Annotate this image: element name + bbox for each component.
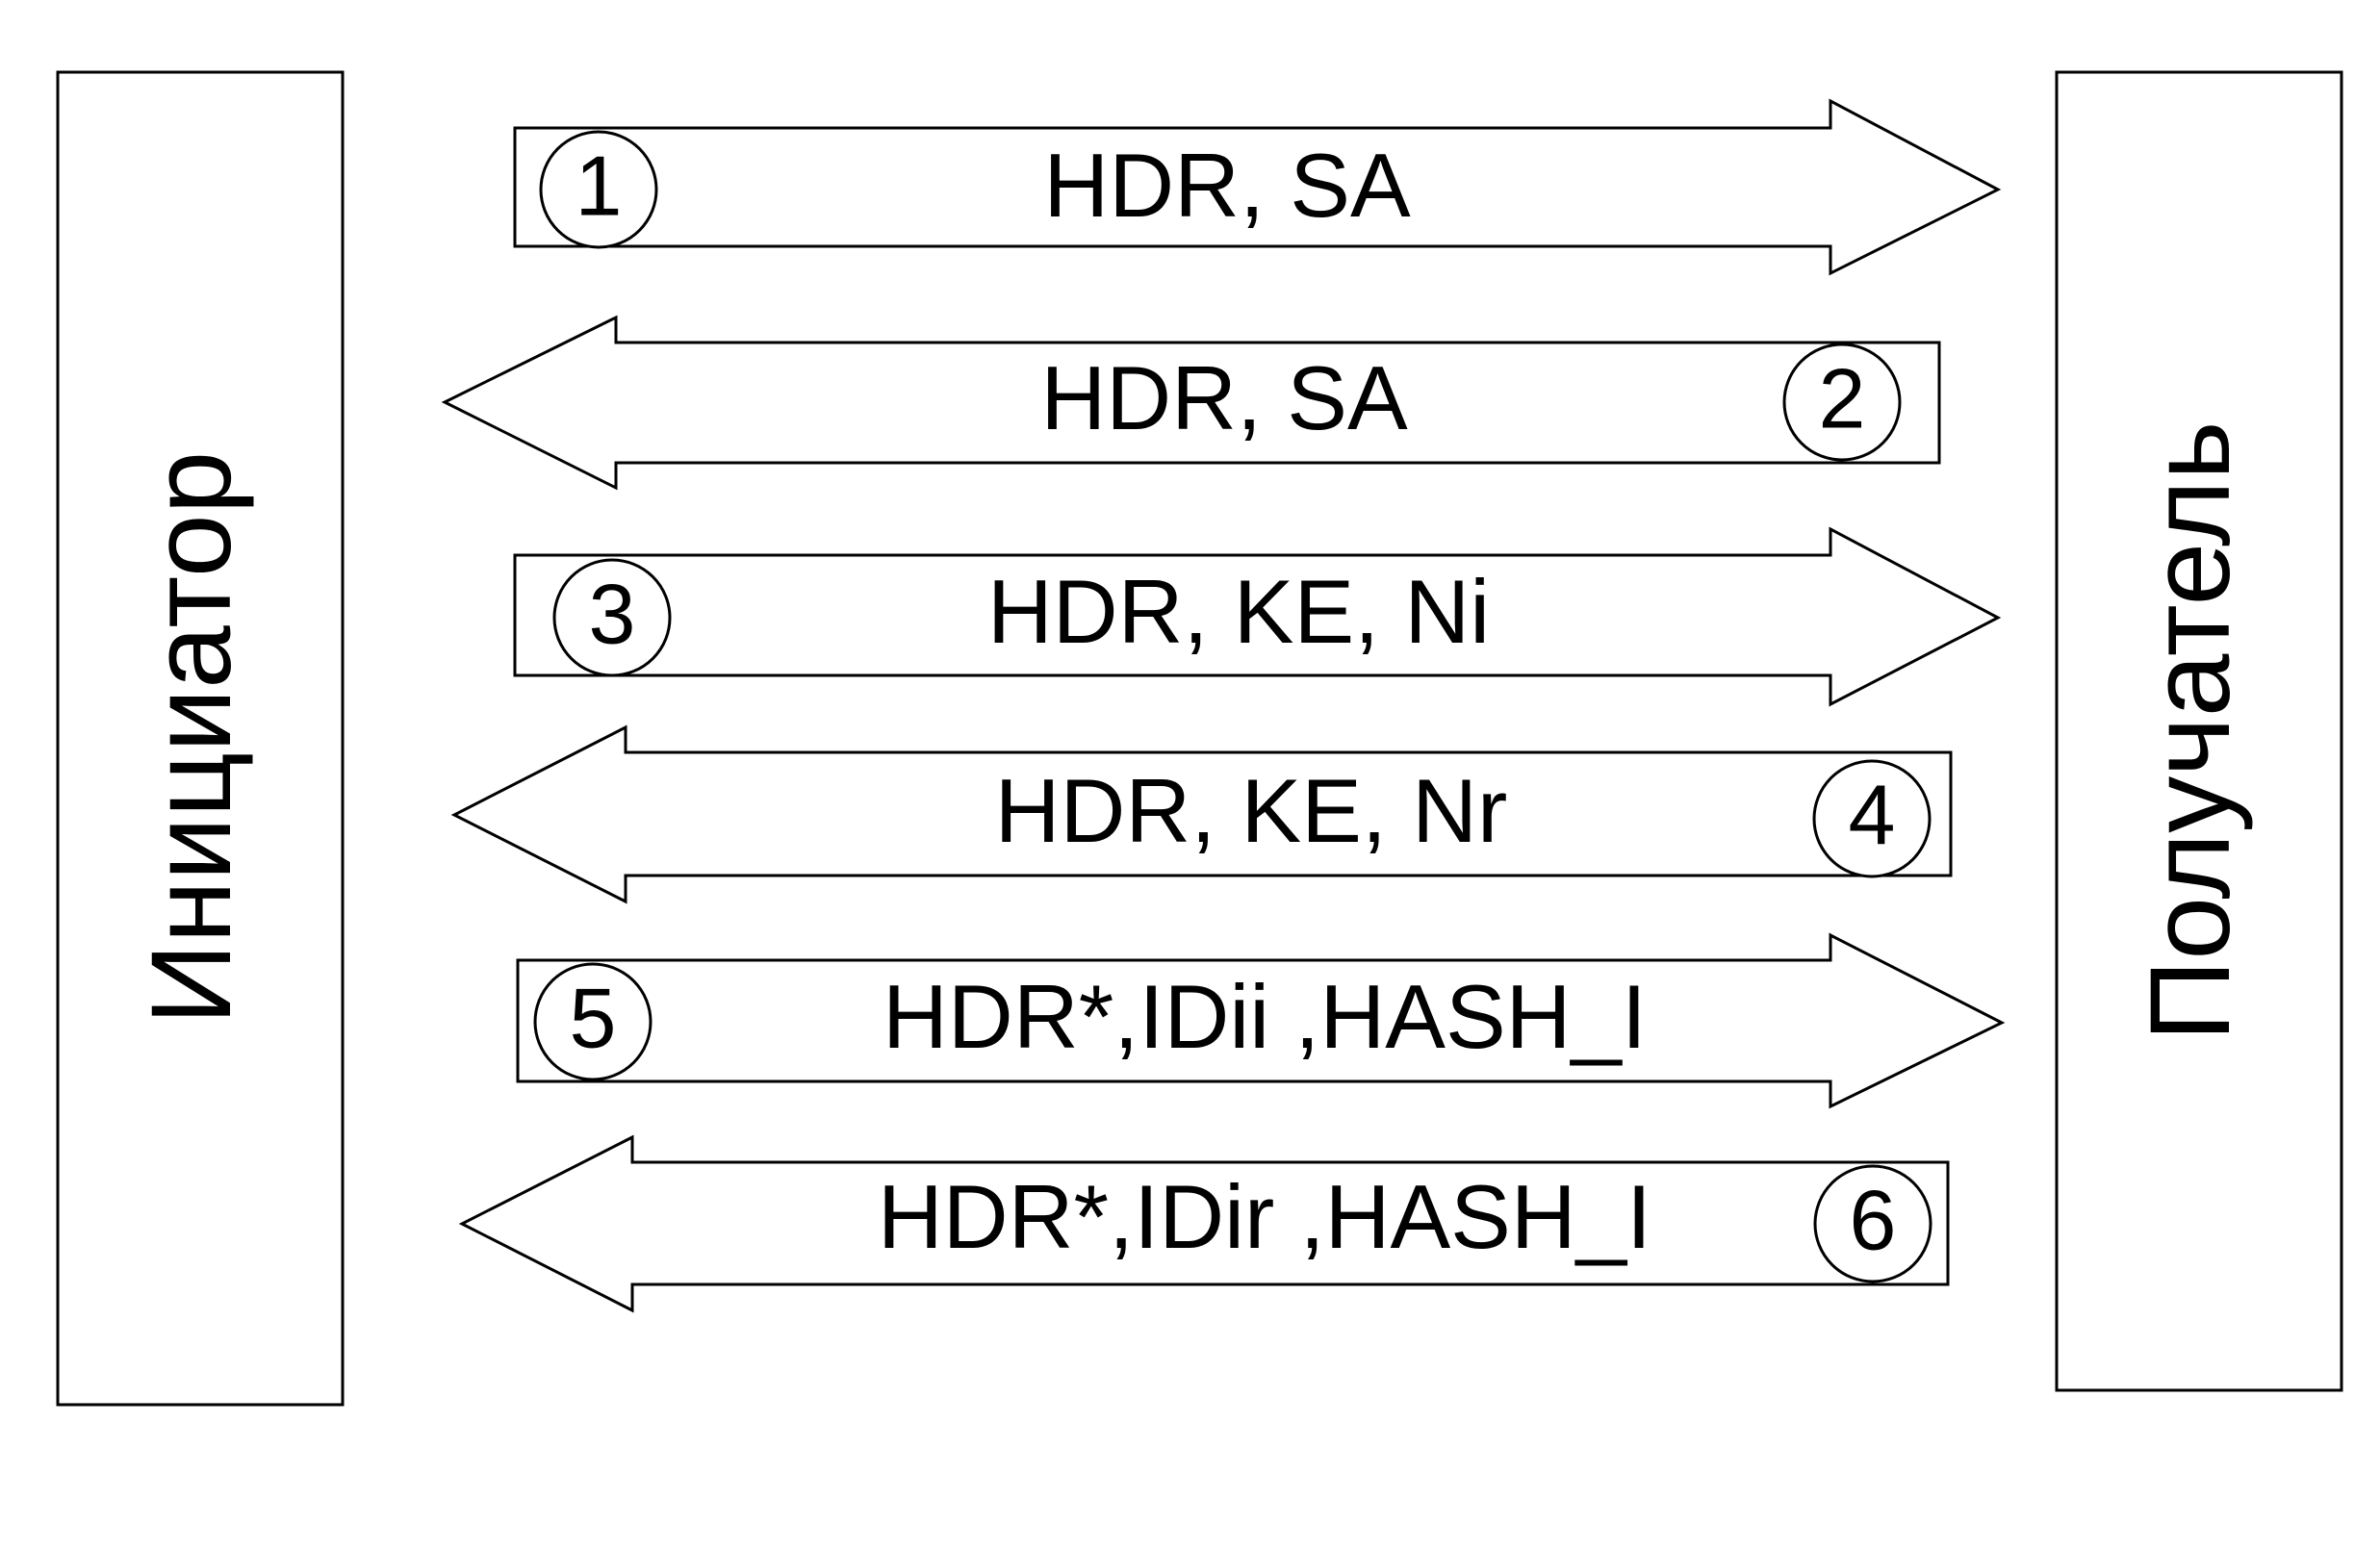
message-arrow-5: 5 HDR*,IDii ,HASH_I	[516, 932, 2006, 1109]
step-number: 3	[589, 566, 636, 661]
message-text: HDR, SA	[1043, 135, 1411, 236]
step-number: 4	[1849, 767, 1896, 862]
step-circle	[1813, 1164, 1932, 1283]
step-circle	[533, 962, 653, 1081]
message-arrow-3: 3 HDR, KE, Ni	[513, 526, 2002, 707]
step-circle	[539, 130, 658, 249]
initiator-box: Инициатор	[56, 70, 345, 1407]
step-circle	[1782, 343, 1902, 462]
message-arrow-6: 6 HDR*,IDir ,HASH_I	[458, 1134, 1950, 1313]
responder-label: Получатель	[2127, 421, 2254, 1042]
message-text: HDR, SA	[1040, 347, 1408, 448]
step-circle	[552, 558, 672, 677]
message-text: HDR*,IDii ,HASH_I	[883, 966, 1647, 1067]
step-number: 5	[570, 970, 617, 1065]
message-arrow-4: 4 HDR, KE, Nr	[450, 724, 1953, 904]
message-arrow-1: 1 HDR, SA	[513, 98, 2002, 276]
step-number: 2	[1819, 350, 1866, 445]
message-text: HDR, KE, Nr	[995, 760, 1508, 861]
initiator-label: Инициатор	[128, 451, 255, 1025]
step-number: 1	[576, 138, 623, 233]
step-number: 6	[1850, 1172, 1897, 1267]
responder-box: Получатель	[2055, 70, 2343, 1392]
message-arrow-2: 2 HDR, SA	[441, 315, 1941, 491]
step-circle	[1812, 759, 1932, 878]
message-text: HDR, KE, Ni	[987, 561, 1490, 662]
message-text: HDR*,IDir ,HASH_I	[878, 1166, 1651, 1267]
